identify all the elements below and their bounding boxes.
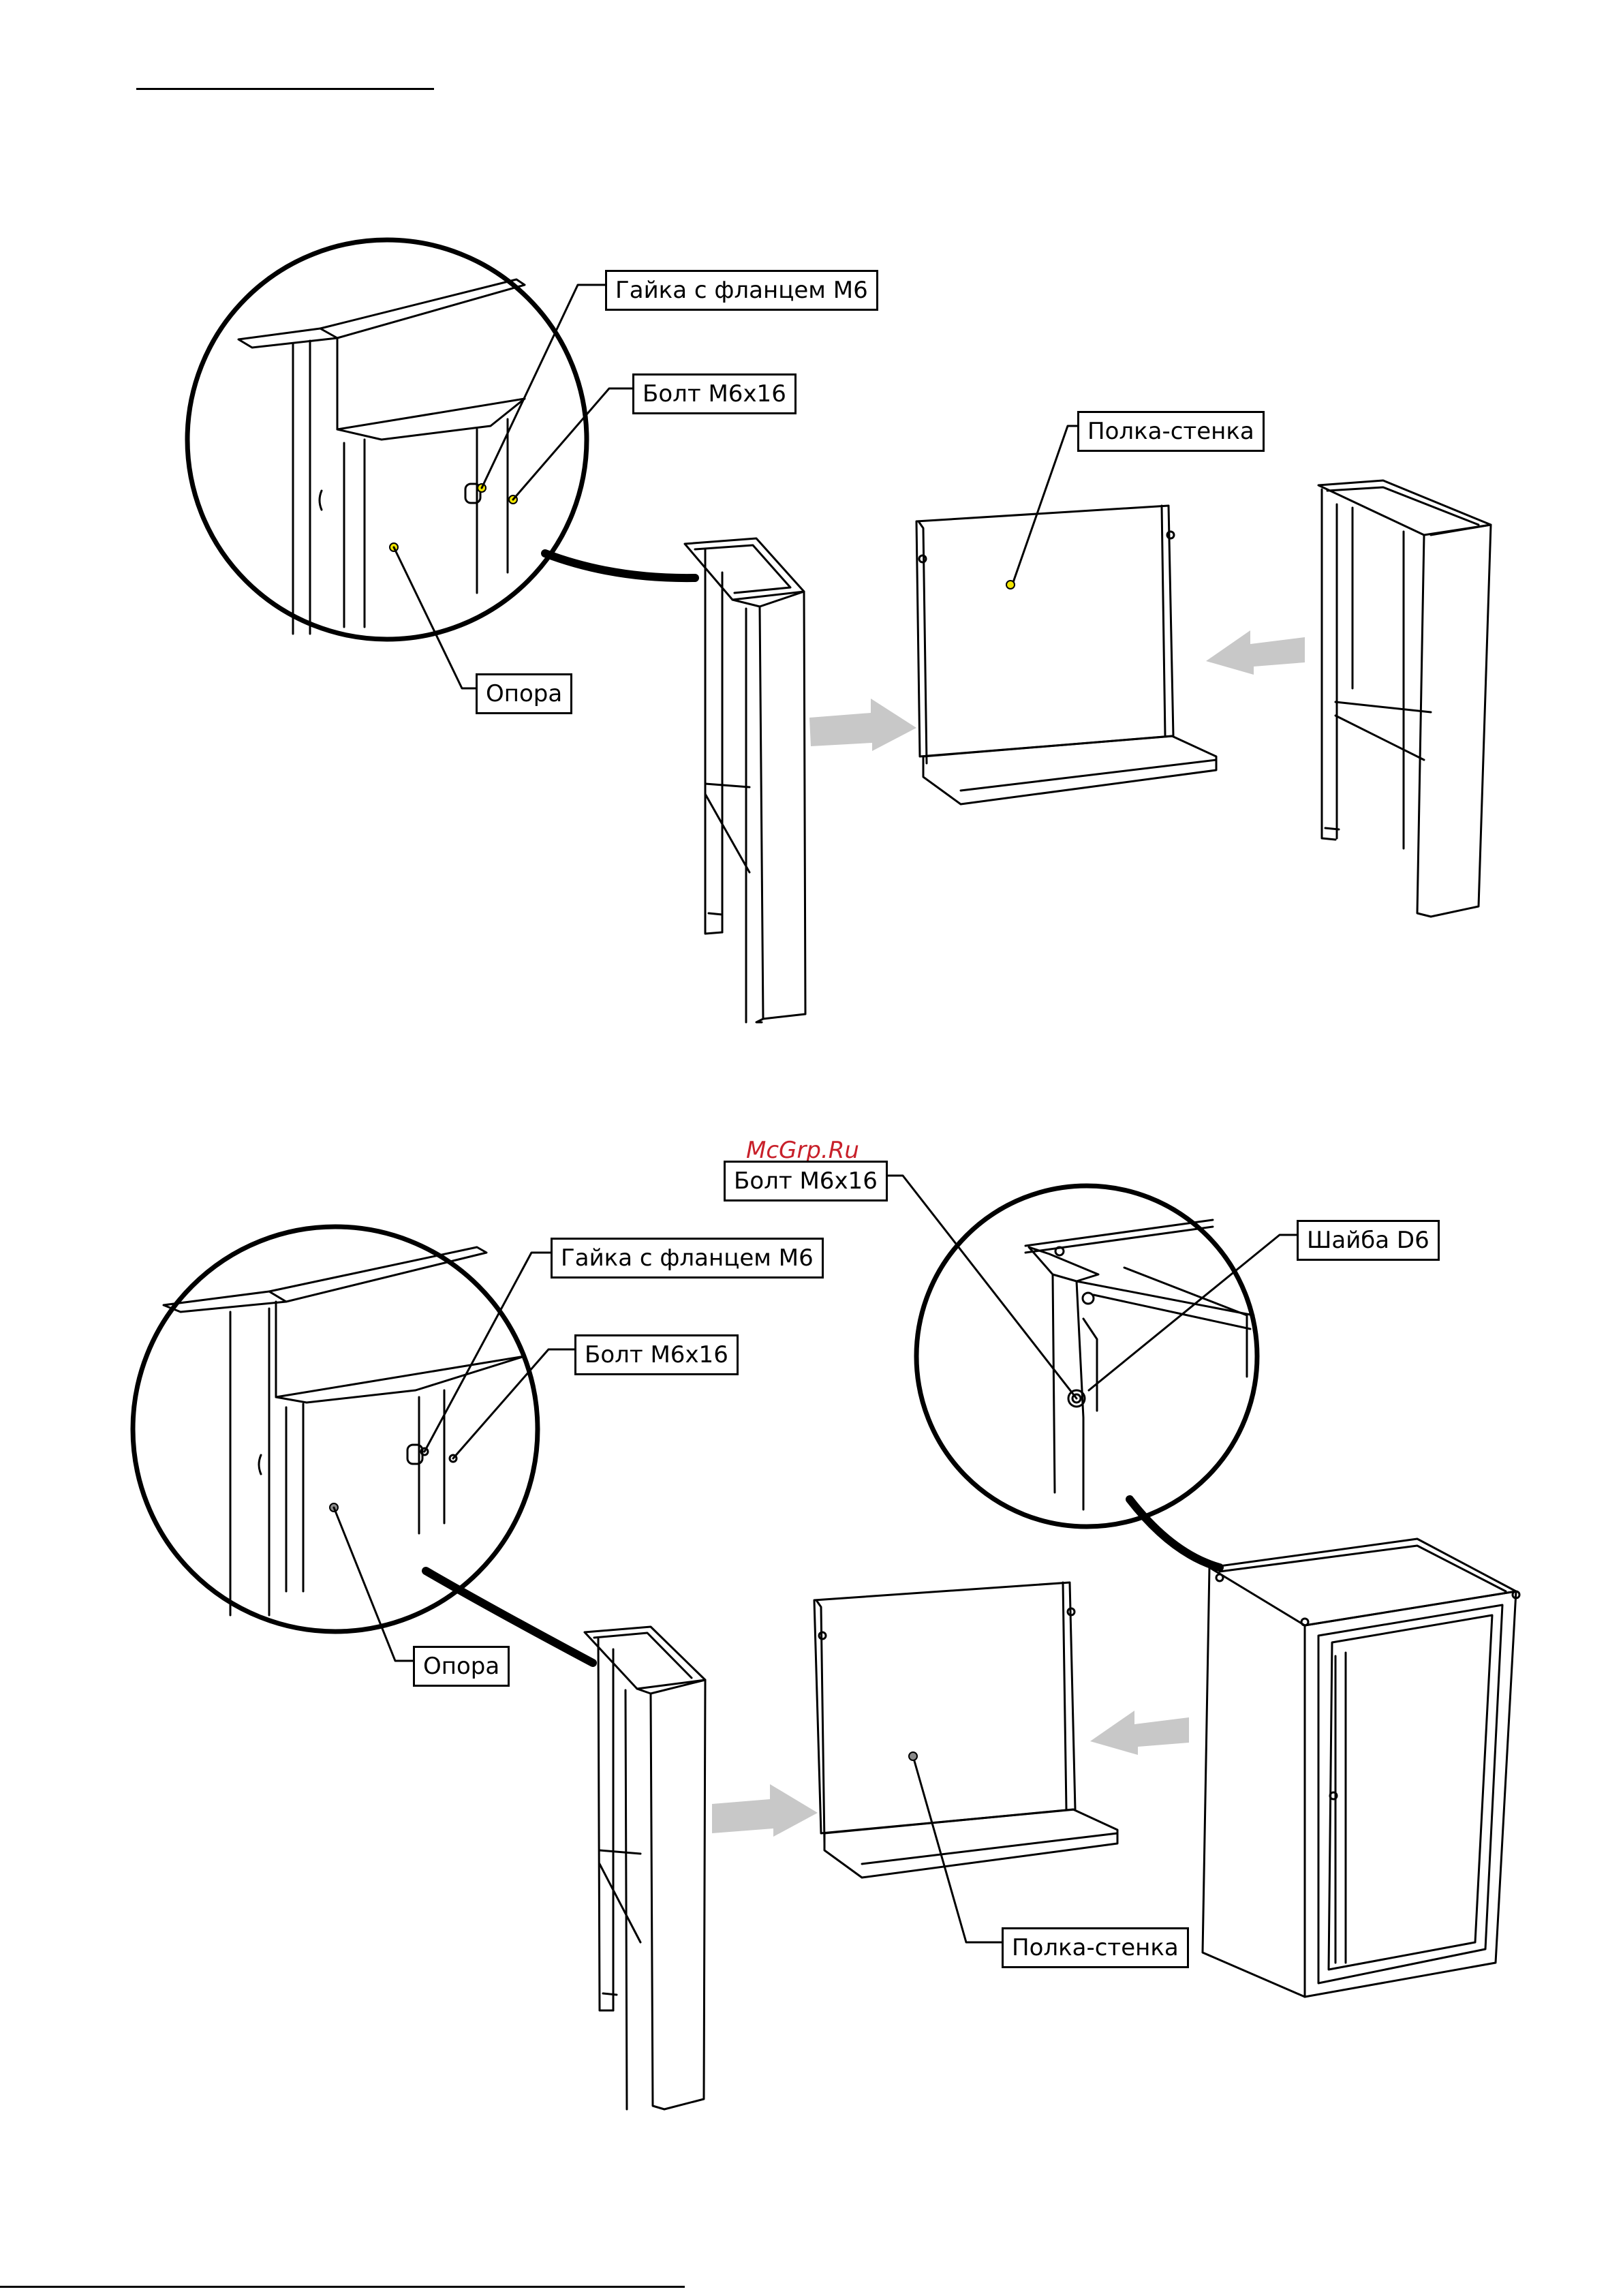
bottom-left-support	[585, 1627, 705, 2109]
shelf-marker-bottom	[909, 1752, 917, 1760]
arrow-right	[809, 699, 916, 751]
label-support-top: Опора	[476, 673, 572, 714]
label-bolt-detail: Болт М6х16	[724, 1161, 888, 1201]
bottom-right-detail-circle	[916, 1186, 1257, 1567]
leader-washer	[1089, 1235, 1298, 1390]
top-shelf-wall	[916, 506, 1216, 804]
leader-support	[394, 547, 477, 688]
footer-rule	[0, 2286, 685, 2288]
bottom-left-detail-circle	[133, 1227, 593, 1663]
bottom-shelf-wall	[814, 1582, 1117, 1878]
arrow-right-bottom	[712, 1784, 818, 1837]
label-washer: Шайба D6	[1297, 1220, 1440, 1261]
label-shelf-top: Полка-стенка	[1077, 411, 1265, 452]
leader-support-bottom	[334, 1507, 414, 1661]
leader-bolt	[513, 388, 634, 500]
label-support-bottom: Опора	[413, 1646, 510, 1687]
watermark: McGrp.Ru	[746, 1137, 859, 1164]
bottom-cabinet	[1203, 1539, 1519, 1997]
top-right-support	[1318, 480, 1491, 917]
bottom-step	[133, 1176, 1519, 2109]
leader-bolt-detail	[882, 1176, 1077, 1398]
arrow-left-bottom	[1090, 1711, 1189, 1755]
top-left-support	[685, 538, 805, 1022]
label-nut-bottom: Гайка с фланцем М6	[551, 1238, 824, 1279]
label-bolt-bottom: Болт М6х16	[574, 1334, 739, 1375]
shelf-marker	[1006, 581, 1015, 589]
arrow-left	[1206, 630, 1305, 675]
label-shelf-bottom: Полка-стенка	[1002, 1927, 1189, 1968]
label-nut-top: Гайка с фланцем М6	[605, 270, 878, 311]
label-bolt-top: Болт М6х16	[632, 373, 797, 414]
leader-shelf	[1012, 426, 1079, 586]
top-step	[187, 240, 1491, 1022]
